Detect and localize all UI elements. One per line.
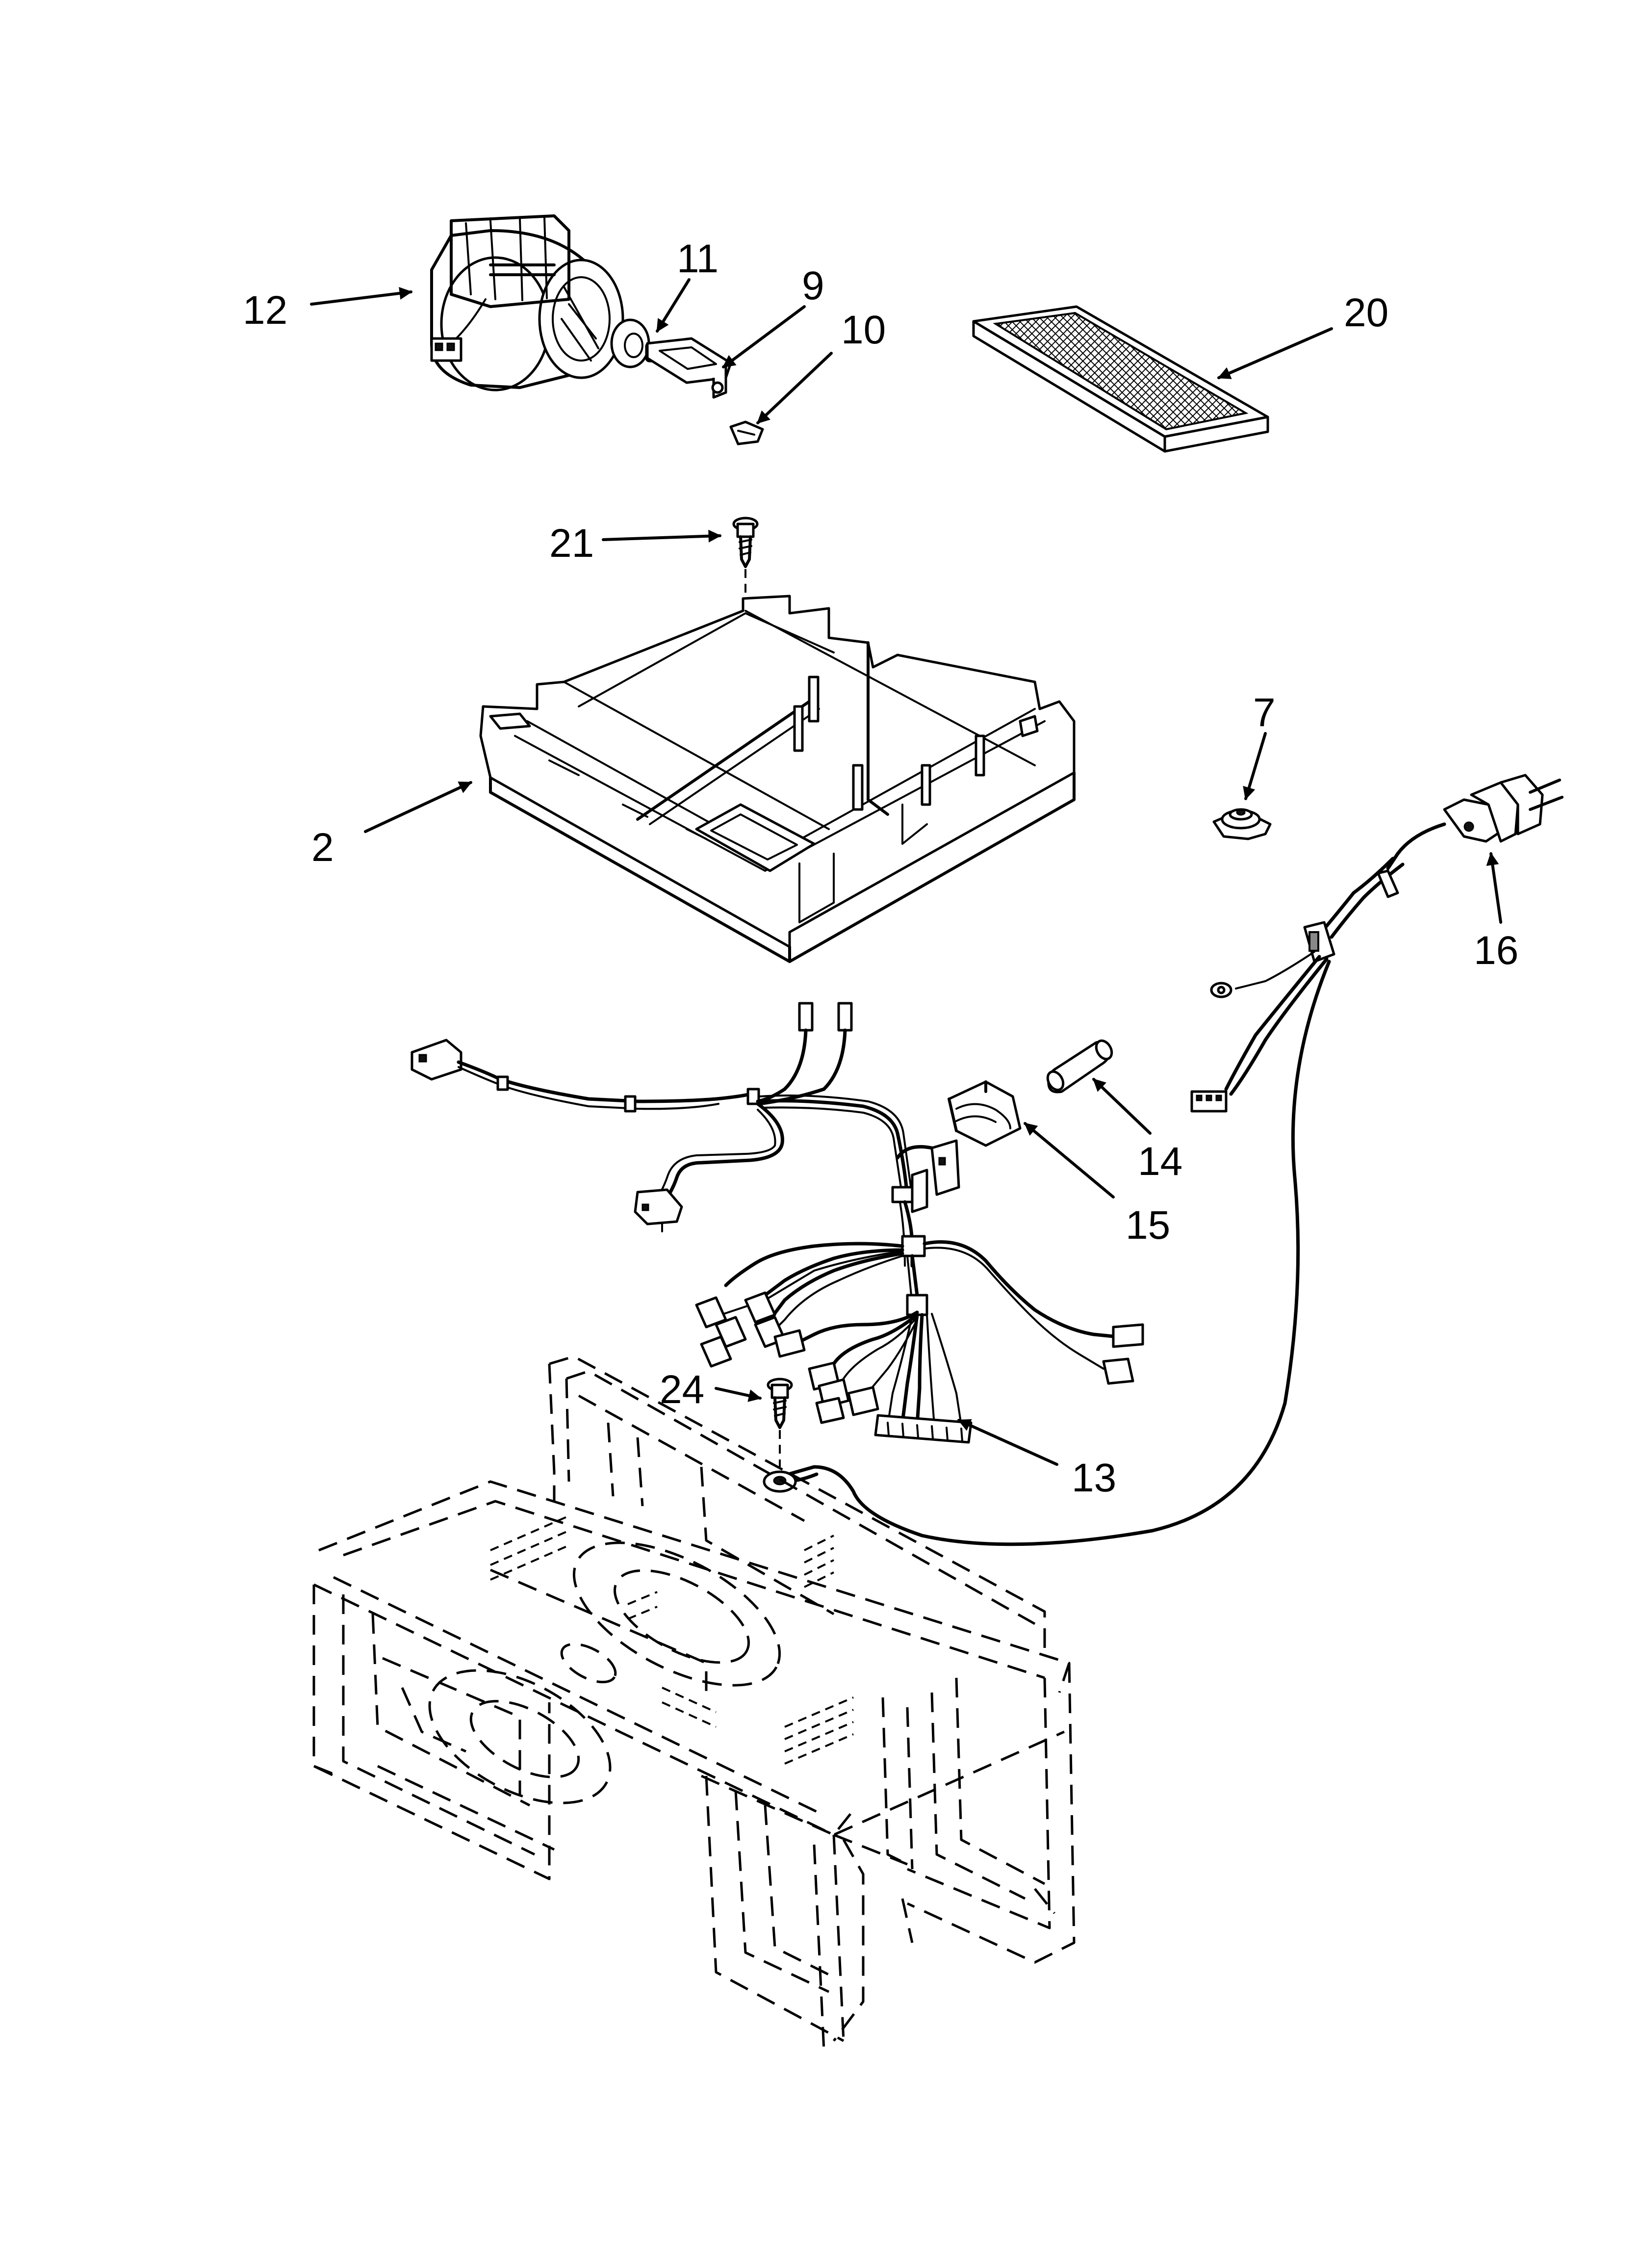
clip-part-10 (729, 420, 764, 445)
callout-7: 7 (1253, 690, 1276, 735)
screw-part-24 (767, 1378, 793, 1467)
leader-lines (310, 278, 1502, 1466)
ground-wire-pigtail (778, 951, 1331, 1546)
cabinet-phantom-outline (312, 1355, 1076, 2051)
callout-20: 20 (1344, 290, 1388, 335)
callout-labels: 12 11 9 10 20 21 7 2 16 14 15 24 13 (243, 236, 1518, 1500)
callout-14: 14 (1138, 1139, 1182, 1184)
blower-fan-part-12 (430, 214, 624, 391)
bracket-part-9 (646, 337, 732, 399)
callout-16: 16 (1474, 928, 1518, 973)
power-cord-part-16 (1303, 774, 1564, 963)
callout-21: 21 (549, 521, 594, 566)
filter-part-20 (972, 305, 1269, 453)
callout-10: 10 (841, 308, 886, 352)
callout-9: 9 (802, 263, 824, 308)
callout-11: 11 (677, 236, 718, 281)
callout-15: 15 (1126, 1203, 1170, 1248)
base-plate-part-2 (479, 595, 1076, 963)
callout-13: 13 (1072, 1456, 1116, 1500)
wire-harness-part-13 (410, 1002, 1144, 1493)
fuse-part-14 (1046, 1039, 1113, 1094)
fuse-holder-part-15 (948, 1080, 1022, 1147)
control-panel-keypad (490, 1515, 854, 1765)
callout-12: 12 (243, 288, 287, 333)
thermal-cutoff-part-7 (1212, 808, 1272, 840)
callout-24: 24 (660, 1367, 704, 1412)
callout-2: 2 (311, 825, 334, 870)
